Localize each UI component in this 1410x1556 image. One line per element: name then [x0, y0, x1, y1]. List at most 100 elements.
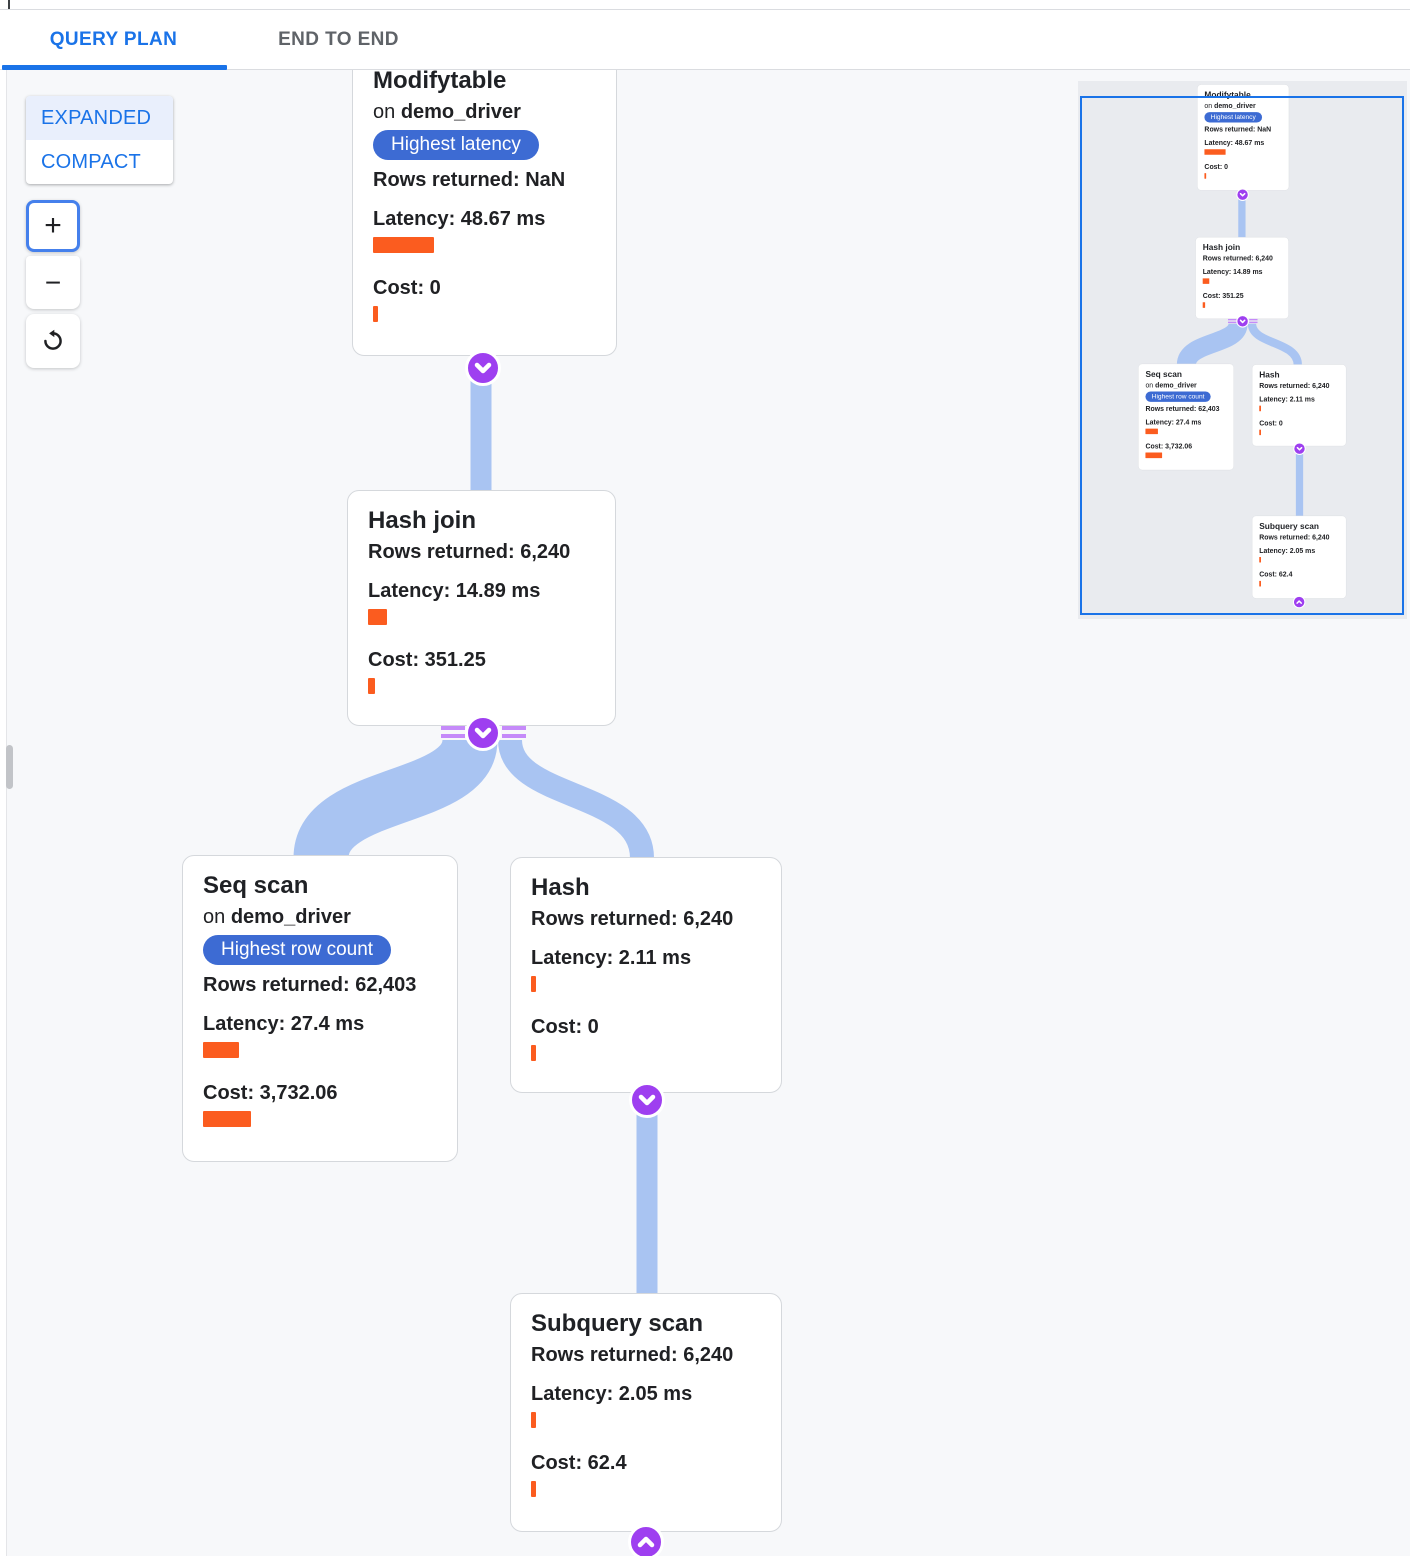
edge-hashjoin-hash: [498, 738, 654, 860]
cost-bar: [1204, 173, 1207, 179]
cost-bar: [373, 306, 378, 322]
latency-bar: [531, 1412, 536, 1428]
cost-value: Cost: 3,732.06: [1145, 442, 1193, 451]
table-name: demo_driver: [230, 906, 351, 928]
edge-collapse-line: [502, 734, 526, 738]
edge-collapse-line: [441, 734, 465, 738]
minimap[interactable]: Modifytable on demo_driver Highest laten…: [1075, 67, 1410, 627]
on-label: on: [203, 906, 226, 928]
edge-collapse-line: [1249, 321, 1258, 323]
cost-bar: [1259, 429, 1261, 436]
latency-bar: [1202, 278, 1210, 284]
table-name: demo_driver: [1214, 102, 1256, 110]
reset-view-button[interactable]: [26, 314, 80, 368]
expanded-button[interactable]: EXPANDED: [26, 96, 173, 140]
tab-bar: QUERY PLAN END TO END: [0, 10, 1410, 70]
rows-returned: Rows returned: 62,403: [1145, 404, 1220, 413]
plan-node-hash-join[interactable]: Hash join Rows returned: 6,240 Latency: …: [347, 490, 616, 726]
active-tab-underline: [2, 65, 227, 70]
chevron-down-icon[interactable]: [465, 350, 501, 386]
edge-collapse-line: [1228, 318, 1237, 321]
zoom-in-button[interactable]: +: [26, 200, 80, 252]
cost-bar: [368, 678, 375, 694]
node-title: Seq scan: [203, 872, 309, 899]
edge-collapse-line: [1249, 318, 1258, 321]
plan-node-seq-scan[interactable]: Seq scan on demo_driver Highest row coun…: [182, 855, 458, 1162]
node-title: Seq scan: [1145, 369, 1183, 379]
latency-bar: [1204, 149, 1226, 155]
cost-bar: [531, 1045, 536, 1061]
cost-bar: [203, 1111, 251, 1127]
zoom-out-button[interactable]: −: [26, 256, 80, 309]
highest-latency-badge: Highest latency: [1204, 112, 1263, 123]
chevron-up-icon[interactable]: [628, 1524, 664, 1556]
cost-value: Cost: 351.25: [1202, 292, 1244, 300]
latency-value: Latency: 48.67 ms: [1204, 139, 1265, 147]
minimap-viewport[interactable]: [1080, 96, 1404, 615]
latency-value: Latency: 2.11 ms: [531, 947, 692, 969]
plan-node-modifytable[interactable]: Modifytable on demo_driver Highest laten…: [1197, 84, 1290, 191]
view-mode-toggle: EXPANDED COMPACT: [26, 96, 173, 184]
latency-bar: [203, 1042, 239, 1058]
cost-value: Cost: 0: [1204, 163, 1228, 171]
node-table-line: on demo_driver: [373, 101, 596, 124]
on-label: on: [1204, 102, 1213, 110]
cost-bar: [1259, 580, 1261, 587]
rows-returned: Rows returned: 62,403: [203, 974, 417, 996]
plan-node-seq-scan[interactable]: Seq scan on demo_driver Highest row coun…: [1138, 363, 1234, 471]
tab-query-plan[interactable]: QUERY PLAN: [49, 28, 178, 50]
chevron-down-icon[interactable]: [629, 1082, 665, 1118]
node-title: Hash join: [368, 507, 477, 534]
node-title: Hash join: [1202, 242, 1241, 253]
plan-node-hash-join[interactable]: Hash join Rows returned: 6,240 Latency: …: [1195, 237, 1289, 319]
rows-returned: Rows returned: 6,240: [531, 908, 734, 930]
latency-value: Latency: 2.05 ms: [1259, 546, 1316, 555]
cost-value: Cost: 0: [1259, 419, 1283, 428]
node-title: Subquery scan: [531, 1310, 704, 1337]
window-top-strip: [0, 0, 1410, 10]
cost-value: Cost: 0: [373, 277, 441, 299]
node-title: Hash: [531, 874, 590, 901]
vertical-scrollbar-thumb[interactable]: [6, 745, 13, 789]
latency-bar: [368, 609, 387, 625]
on-label: on: [373, 101, 396, 123]
cost-value: Cost: 3,732.06: [203, 1082, 338, 1104]
node-title: Modifytable: [373, 67, 507, 94]
table-name: demo_driver: [1155, 381, 1197, 390]
cost-bar: [1202, 302, 1206, 308]
chevron-up-icon[interactable]: [1292, 595, 1306, 609]
node-title: Hash: [1259, 370, 1280, 380]
edge-hashjoin-seqscan: [293, 736, 498, 862]
node-title: Subquery scan: [1259, 521, 1319, 531]
latency-bar: [373, 237, 434, 253]
plan-node-hash[interactable]: Hash Rows returned: 6,240 Latency: 2.11 …: [1251, 364, 1347, 447]
plan-node-subquery-scan[interactable]: Subquery scan Rows returned: 6,240 Laten…: [510, 1293, 782, 1532]
cost-value: Cost: 0: [531, 1016, 599, 1038]
rows-returned: Rows returned: 6,240: [1259, 533, 1330, 542]
edge-collapse-line: [441, 726, 465, 730]
rows-returned: Rows returned: 6,240: [531, 1344, 734, 1366]
on-label: on: [1145, 381, 1154, 390]
latency-bar: [531, 976, 536, 992]
compact-button[interactable]: COMPACT: [41, 150, 141, 173]
latency-value: Latency: 14.89 ms: [1202, 268, 1263, 276]
latency-value: Latency: 2.11 ms: [1259, 395, 1315, 404]
tab-end-to-end[interactable]: END TO END: [278, 28, 399, 50]
plan-node-modifytable[interactable]: Modifytable on demo_driver Highest laten…: [352, 50, 617, 356]
latency-value: Latency: 48.67 ms: [373, 208, 546, 230]
cost-bar: [531, 1481, 536, 1497]
cost-value: Cost: 351.25: [368, 649, 486, 671]
chevron-down-icon[interactable]: [465, 715, 501, 751]
edge-collapse-line: [502, 726, 526, 730]
latency-bar: [1259, 556, 1261, 563]
plan-node-hash[interactable]: Hash Rows returned: 6,240 Latency: 2.11 …: [510, 857, 782, 1093]
highest-row-count-badge: Highest row count: [203, 935, 392, 965]
node-table-line: on demo_driver: [1145, 381, 1226, 389]
plan-node-subquery-scan[interactable]: Subquery scan Rows returned: 6,240 Laten…: [1251, 515, 1347, 599]
rows-returned: Rows returned: 6,240: [1202, 254, 1273, 263]
latency-value: Latency: 2.05 ms: [531, 1383, 693, 1405]
rows-returned: Rows returned: 6,240: [1259, 382, 1330, 390]
highest-latency-badge: Highest latency: [373, 130, 539, 160]
